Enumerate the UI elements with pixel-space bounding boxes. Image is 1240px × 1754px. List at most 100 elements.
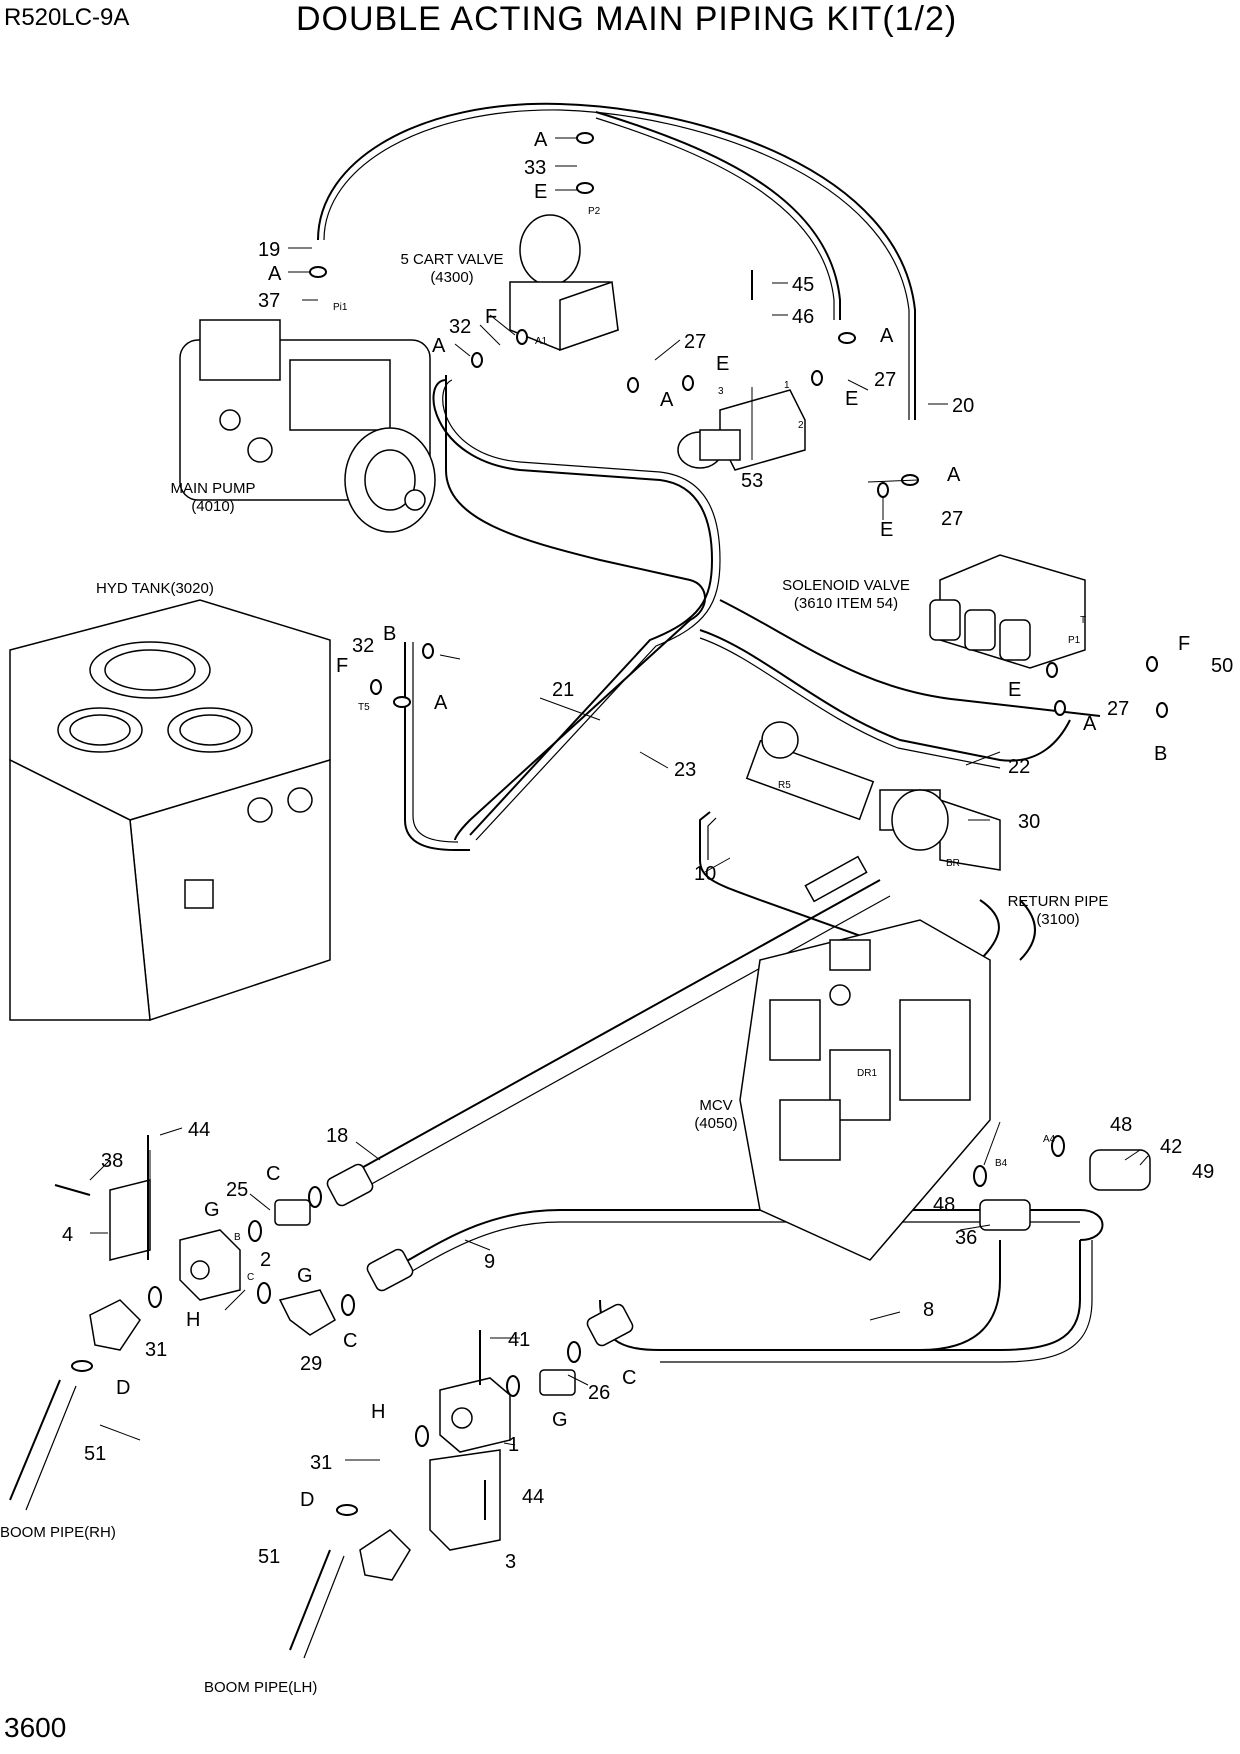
callout-31: 31 [145, 1339, 167, 1361]
flange-36 [979, 1199, 1031, 1231]
main-pump-label-2: (4010) [191, 498, 234, 515]
model-number: R520LC-9A [4, 4, 130, 31]
o-ring-f-50 [1146, 656, 1158, 672]
o-ring-g-26 [506, 1375, 520, 1397]
callout-20: 20 [952, 395, 974, 417]
o-ring-a-22 [1054, 700, 1066, 716]
hose-top-arch [317, 102, 916, 420]
port-p2: P2 [588, 206, 601, 217]
o-ring-a-33 [576, 132, 594, 144]
o-ring-g-2 [257, 1282, 271, 1304]
port-53-3: 3 [718, 386, 724, 397]
callout-27: 27 [941, 508, 963, 530]
callout-a: A [434, 692, 448, 714]
mcv-label-2: (4050) [694, 1115, 737, 1132]
callout-b: B [383, 623, 396, 645]
o-ring-e-33 [576, 182, 594, 194]
hose-51-rh [9, 1379, 61, 1501]
callout-b: B [1154, 743, 1167, 765]
o-ring-h-1 [415, 1425, 429, 1447]
o-ring-e-53 [811, 370, 823, 386]
o-ring-c-25 [308, 1186, 322, 1208]
callout-h: H [371, 1401, 385, 1423]
boom-pipe-rh-label: BOOM PIPE(RH) [0, 1524, 116, 1541]
callout-27: 27 [684, 331, 706, 353]
solenoid-valve [929, 554, 1086, 669]
callout-26: 26 [588, 1382, 610, 1404]
port-br: BR [946, 858, 960, 869]
callout-numbers: 19 A 37 A 33 E 45 46 A 27 A 32 F 27 E A … [62, 129, 1233, 1573]
hose-18 [339, 879, 881, 1181]
o-ring-h-2 [148, 1286, 162, 1308]
callout-4: 4 [62, 1224, 73, 1246]
pipe-9 [389, 1209, 1104, 1271]
callout-e: E [880, 519, 893, 541]
callout-a: A [534, 129, 548, 151]
port-pi1: Pi1 [333, 302, 348, 313]
callout-d: D [300, 1489, 314, 1511]
return-block [745, 721, 1001, 871]
callout-f: F [336, 655, 348, 677]
solenoid-valve-label-1: SOLENOID VALVE [782, 577, 910, 594]
adapter-25 [274, 1199, 311, 1226]
o-ring-b-50 [1156, 702, 1168, 718]
callout-2: 2 [260, 1249, 271, 1271]
callout-1: 1 [508, 1434, 519, 1456]
o-ring-b-32 [422, 643, 434, 659]
flange-49 [1089, 1149, 1151, 1191]
pipe-8 [599, 1240, 1081, 1351]
bolt-38 [54, 1184, 91, 1196]
callout-10: 10 [694, 863, 716, 885]
o-ring-a-46 [838, 332, 856, 344]
port-a1: A1 [535, 336, 548, 347]
callout-33: 33 [524, 157, 546, 179]
callout-d: D [116, 1377, 130, 1399]
callout-a: A [268, 263, 282, 285]
callout-e: E [716, 353, 729, 375]
callout-h: H [186, 1309, 200, 1331]
o-ring-a-t5 [393, 696, 411, 708]
callout-e: E [534, 181, 547, 203]
callout-g: G [297, 1265, 313, 1287]
callout-a: A [947, 464, 961, 486]
callout-48: 48 [1110, 1114, 1132, 1136]
port-t: T [1080, 615, 1086, 626]
callout-51: 51 [258, 1546, 280, 1568]
return-pipe-label-2: (3100) [1036, 911, 1079, 928]
callout-f: F [485, 306, 497, 328]
pipe-21 [445, 375, 706, 841]
hose-end-9 [366, 1248, 414, 1292]
leader-lines [89, 137, 1149, 1461]
elbow-31-b [359, 1529, 411, 1581]
callout-32: 32 [449, 316, 471, 338]
callout-51: 51 [84, 1443, 106, 1465]
callout-53: 53 [741, 470, 763, 492]
callout-a: A [432, 335, 446, 357]
callout-45: 45 [792, 274, 814, 296]
o-ring-48-a [973, 1165, 987, 1187]
callout-49: 49 [1192, 1161, 1214, 1183]
o-ring-e-27 [682, 375, 694, 391]
elbow-29 [278, 1289, 336, 1336]
main-pump [179, 319, 436, 533]
callout-22: 22 [1008, 756, 1030, 778]
pipe-10 [699, 811, 911, 981]
callout-21: 21 [552, 679, 574, 701]
port-t5: T5 [358, 702, 370, 713]
pipe-9-loop [660, 1240, 1001, 1351]
o-ring-c-26 [567, 1341, 581, 1363]
callout-f: F [1178, 633, 1190, 655]
o-ring-48-b [1051, 1135, 1065, 1157]
block-2 [109, 1150, 241, 1301]
pipe-23 [404, 642, 470, 851]
callout-32: 32 [352, 635, 374, 657]
pipe-21-loop [432, 379, 714, 836]
cart-valve [509, 214, 619, 352]
port-b: B [234, 1232, 241, 1243]
callout-36: 36 [955, 1227, 977, 1249]
callout-23: 23 [674, 759, 696, 781]
hose-20 [595, 111, 841, 320]
main-pump-label-1: MAIN PUMP [170, 480, 255, 497]
o-ring-d-b [336, 1504, 358, 1516]
callout-48: 48 [933, 1194, 955, 1216]
